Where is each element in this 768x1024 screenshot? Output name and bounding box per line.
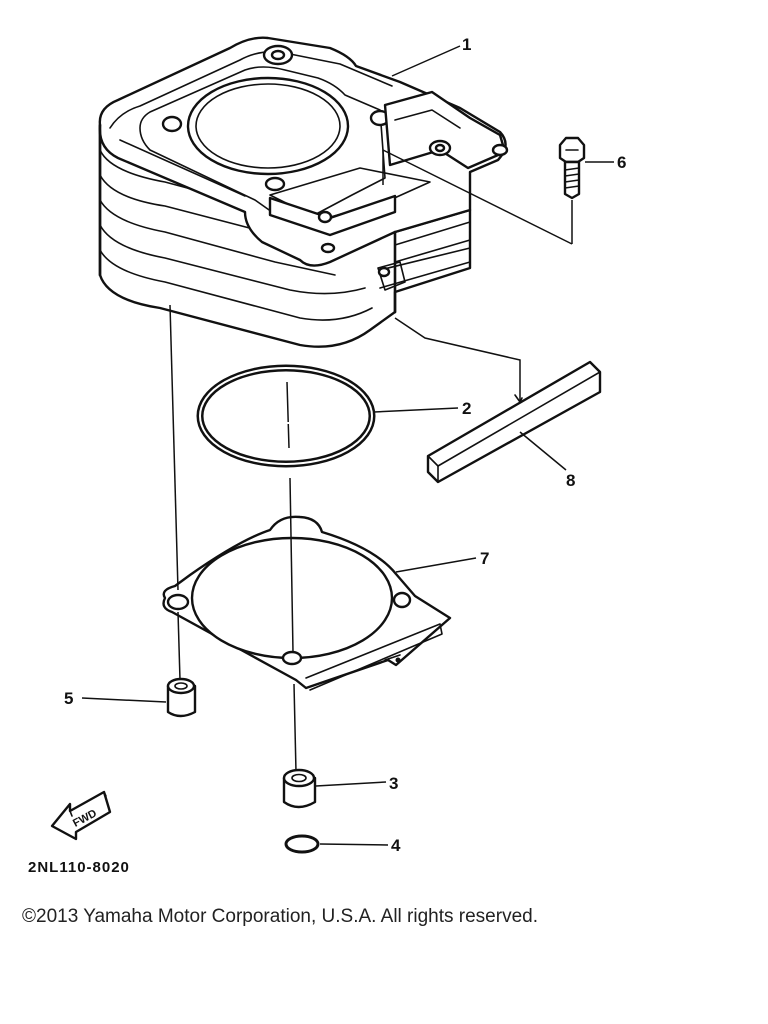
fwd-arrow-icon: FWD (50, 790, 112, 841)
copyright-notice: ©2013 Yamaha Motor Corporation, U.S.A. A… (22, 906, 538, 927)
leader-8 (519, 431, 567, 471)
leader-7 (395, 557, 477, 573)
leader-2 (373, 407, 459, 413)
leader-3 (315, 781, 387, 787)
callout-8: 8 (566, 471, 575, 490)
dowel-pin-center-part (282, 768, 317, 809)
bolt-part (558, 136, 586, 200)
cylinder-part (98, 36, 509, 348)
callout-2: 2 (462, 399, 471, 418)
cylinder-gasket-part (162, 515, 452, 691)
leader-1 (391, 45, 461, 77)
diagram-code: 2NL110-8020 (28, 859, 130, 876)
callout-6: 6 (617, 153, 626, 172)
o-ring-part (196, 364, 376, 468)
callout-7: 7 (480, 549, 489, 568)
leader-5 (81, 697, 167, 703)
leader-4 (319, 843, 389, 846)
callout-5: 5 (64, 689, 73, 708)
small-o-ring-part (284, 834, 320, 854)
callout-3: 3 (389, 774, 398, 793)
dowel-pin-left-part (166, 677, 197, 718)
guide-part (426, 360, 602, 484)
callout-4: 4 (391, 836, 401, 855)
callout-1: 1 (462, 35, 471, 54)
